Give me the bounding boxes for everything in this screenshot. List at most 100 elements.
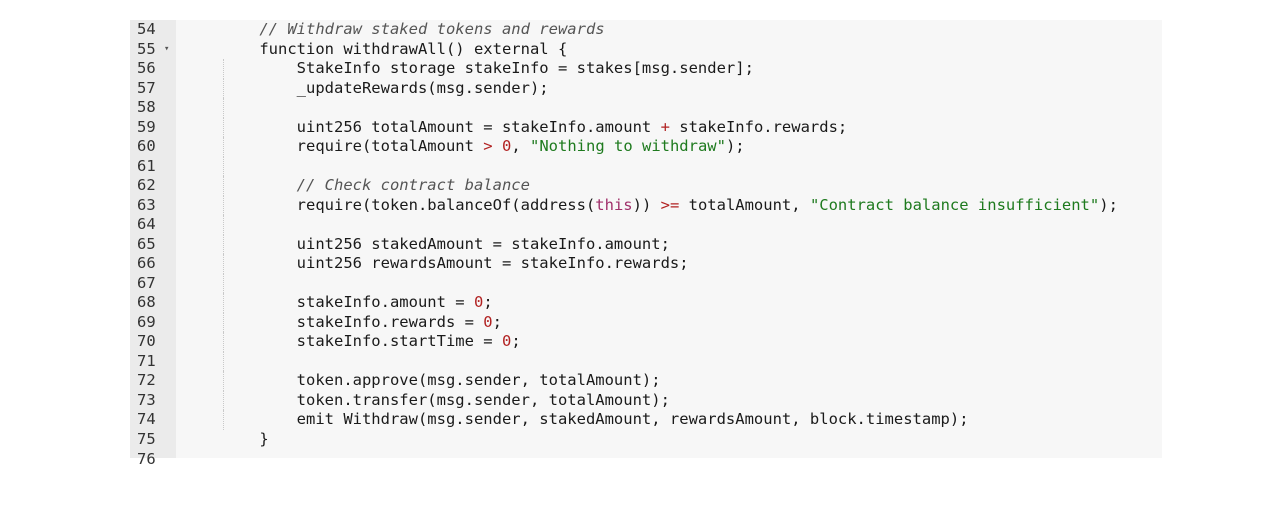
code-line[interactable]: 63 require(token.balanceOf(address(this)…	[130, 195, 1162, 216]
code-line[interactable]: 69 stakeInfo.rewards = 0;	[130, 312, 1162, 333]
number-token: 0	[501, 332, 512, 350]
code-line[interactable]: 72 token.approve(msg.sender, totalAmount…	[130, 371, 1162, 391]
comment-token: // Check contract balance	[296, 176, 530, 194]
code-text: uint256 totalAmount = stakeInfo.amount +…	[222, 117, 848, 138]
comment-token: // Withdraw staked tokens and rewards	[259, 20, 605, 38]
fold-toggle-icon[interactable]: ▾	[164, 43, 170, 54]
code-area[interactable]: 54 // Withdraw staked tokens and rewards…	[130, 20, 1162, 449]
code-line[interactable]: 57 _updateRewards(msg.sender);	[130, 78, 1162, 99]
indent-guide	[222, 410, 224, 430]
number-token: 0	[483, 312, 493, 331]
code-line[interactable]: 73 token.transfer(msg.sender, totalAmoun…	[130, 390, 1162, 411]
code-editor[interactable]: 54 // Withdraw staked tokens and rewards…	[130, 20, 1162, 468]
line-number: 76	[137, 450, 156, 468]
indent-guide	[222, 176, 224, 196]
code-token: stakeInfo.startTime =	[222, 332, 502, 350]
indent-guide	[222, 137, 224, 157]
code-text: stakeInfo.rewards = 0;	[222, 313, 502, 333]
code-line[interactable]: 67	[130, 273, 1162, 293]
code-text: require(token.balanceOf(address(this)) >…	[222, 196, 1118, 216]
code-token: );	[725, 137, 745, 155]
indent-guide	[222, 195, 224, 215]
line-number: 70	[137, 332, 156, 350]
line-number: 68	[137, 293, 156, 311]
line-number: 73	[137, 390, 156, 409]
line-number: 63	[137, 195, 156, 214]
code-line[interactable]: 71	[130, 351, 1162, 371]
indent-guide	[222, 59, 224, 79]
code-text: require(totalAmount > 0, "Nothing to wit…	[222, 137, 745, 157]
code-text: emit Withdraw(msg.sender, stakedAmount, …	[222, 410, 969, 430]
code-line[interactable]: 61	[130, 156, 1162, 176]
indent-guide	[222, 215, 224, 235]
op-token: +	[660, 117, 670, 136]
line-number: 62	[137, 176, 156, 194]
indent-guide	[222, 78, 224, 98]
indent-guide	[222, 234, 224, 254]
line-number: 67	[137, 273, 156, 292]
line-number: 57	[137, 78, 156, 97]
code-line[interactable]: 55▾ function withdrawAll() external {	[130, 40, 1162, 60]
line-number: 56	[137, 59, 156, 77]
code-token: ;	[511, 332, 521, 350]
code-line[interactable]: 75 }	[130, 430, 1162, 450]
indent-guide	[222, 156, 224, 176]
line-number: 60	[137, 137, 156, 155]
code-line[interactable]: 66 uint256 rewardsAmount = stakeInfo.rew…	[130, 254, 1162, 274]
line-number: 65	[137, 234, 156, 253]
string-token: "Nothing to withdraw"	[530, 137, 726, 155]
code-line[interactable]: 62 // Check contract balance	[130, 176, 1162, 196]
code-token: ;	[483, 293, 493, 311]
code-text: uint256 stakedAmount = stakeInfo.amount;	[222, 235, 670, 255]
line-number: 64	[137, 215, 156, 233]
line-number: 71	[137, 351, 156, 370]
code-line[interactable]: 60 require(totalAmount > 0, "Nothing to …	[130, 137, 1162, 157]
code-token: uint256 stakedAmount = stakeInfo.amount;	[222, 234, 670, 253]
code-token: ))	[632, 195, 661, 214]
code-token: stakeInfo.amount =	[222, 293, 474, 311]
code-line[interactable]: 65 uint256 stakedAmount = stakeInfo.amou…	[130, 234, 1162, 255]
code-token: StakeInfo storage stakeInfo = stakes[msg…	[222, 59, 754, 77]
code-text: _updateRewards(msg.sender);	[222, 79, 549, 99]
code-token	[222, 176, 297, 194]
code-text: token.transfer(msg.sender, totalAmount);	[222, 391, 670, 411]
line-number: 58	[137, 98, 156, 116]
code-line[interactable]: 70 stakeInfo.startTime = 0;	[130, 332, 1162, 352]
code-token: token.transfer(msg.sender, totalAmount);	[222, 390, 670, 409]
code-line[interactable]: 58	[130, 98, 1162, 118]
indent-guide	[222, 351, 224, 371]
code-text: stakeInfo.amount = 0;	[222, 293, 493, 313]
code-token: require(token.balanceOf(address(	[222, 195, 596, 214]
code-token	[222, 20, 259, 38]
code-line[interactable]: 59 uint256 totalAmount = stakeInfo.amoun…	[130, 117, 1162, 138]
code-token: emit Withdraw(msg.sender, stakedAmount, …	[222, 410, 969, 428]
code-token: }	[222, 429, 269, 448]
indent-guide	[222, 98, 224, 118]
code-text: }	[222, 429, 269, 450]
op-token: >	[483, 137, 493, 155]
code-token: token.approve(msg.sender, totalAmount);	[222, 371, 661, 389]
code-text: uint256 rewardsAmount = stakeInfo.reward…	[222, 254, 689, 274]
indent-guide	[222, 332, 224, 352]
code-token: ,	[511, 137, 530, 155]
code-line[interactable]: 74 emit Withdraw(msg.sender, stakedAmoun…	[130, 410, 1162, 430]
code-token: uint256 rewardsAmount = stakeInfo.reward…	[222, 254, 689, 272]
code-line[interactable]: 68 stakeInfo.amount = 0;	[130, 293, 1162, 313]
indent-guide	[222, 312, 224, 332]
code-token: require(totalAmount	[222, 137, 484, 155]
code-token: stakeInfo.rewards =	[222, 312, 484, 331]
code-text: // Check contract balance	[222, 176, 530, 196]
line-number: 72	[137, 371, 156, 389]
code-line[interactable]: 54 // Withdraw staked tokens and rewards	[130, 20, 1162, 40]
indent-guide	[222, 390, 224, 410]
indent-guide	[222, 293, 224, 313]
line-number-gutter	[130, 20, 176, 458]
indent-guide	[222, 273, 224, 293]
code-text: token.approve(msg.sender, totalAmount);	[222, 371, 661, 391]
op-token: >=	[660, 195, 680, 214]
code-line[interactable]: 64	[130, 215, 1162, 235]
code-token: ;	[492, 312, 502, 331]
line-number: 74	[137, 410, 156, 428]
code-token: function withdrawAll() external {	[222, 39, 568, 58]
code-line[interactable]: 56 StakeInfo storage stakeInfo = stakes[…	[130, 59, 1162, 79]
